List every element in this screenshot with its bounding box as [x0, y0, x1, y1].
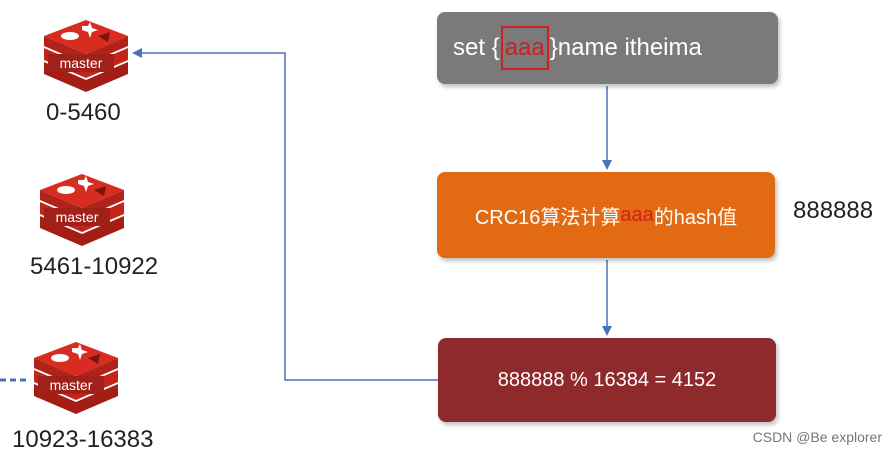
arrow-modulo-to-node-1 [132, 48, 438, 381]
node-badge: master [50, 377, 93, 393]
redis-logo-icon: master [44, 20, 128, 92]
redis-logo-icon: master [40, 174, 124, 246]
hash-value-label: 888888 [793, 197, 874, 224]
modulo-box: 888888 % 16384 = 4152 [438, 338, 776, 422]
node-badge: master [56, 209, 99, 225]
modulo-text: 888888 % 16384 = 4152 [497, 368, 717, 391]
command-suffix: }name itheima [549, 34, 702, 61]
watermark: CSDN @Be explorer [752, 429, 882, 445]
command-hashtag-key: aaa [500, 26, 549, 70]
crc-key: aaa [620, 203, 654, 226]
redis-logo-icon: master [34, 342, 118, 414]
node-range-label: 5461-10922 [30, 253, 159, 280]
node-range-label: 0-5460 [46, 99, 121, 126]
crc-prefix: CRC16算法计算 [474, 206, 621, 229]
command-box: set {aaa}name itheima [437, 12, 778, 84]
node-range-label: 10923-16383 [12, 426, 154, 453]
node-badge: master [60, 55, 103, 71]
crc-suffix: 的hash值 [653, 206, 738, 229]
command-prefix: set { [453, 34, 500, 61]
